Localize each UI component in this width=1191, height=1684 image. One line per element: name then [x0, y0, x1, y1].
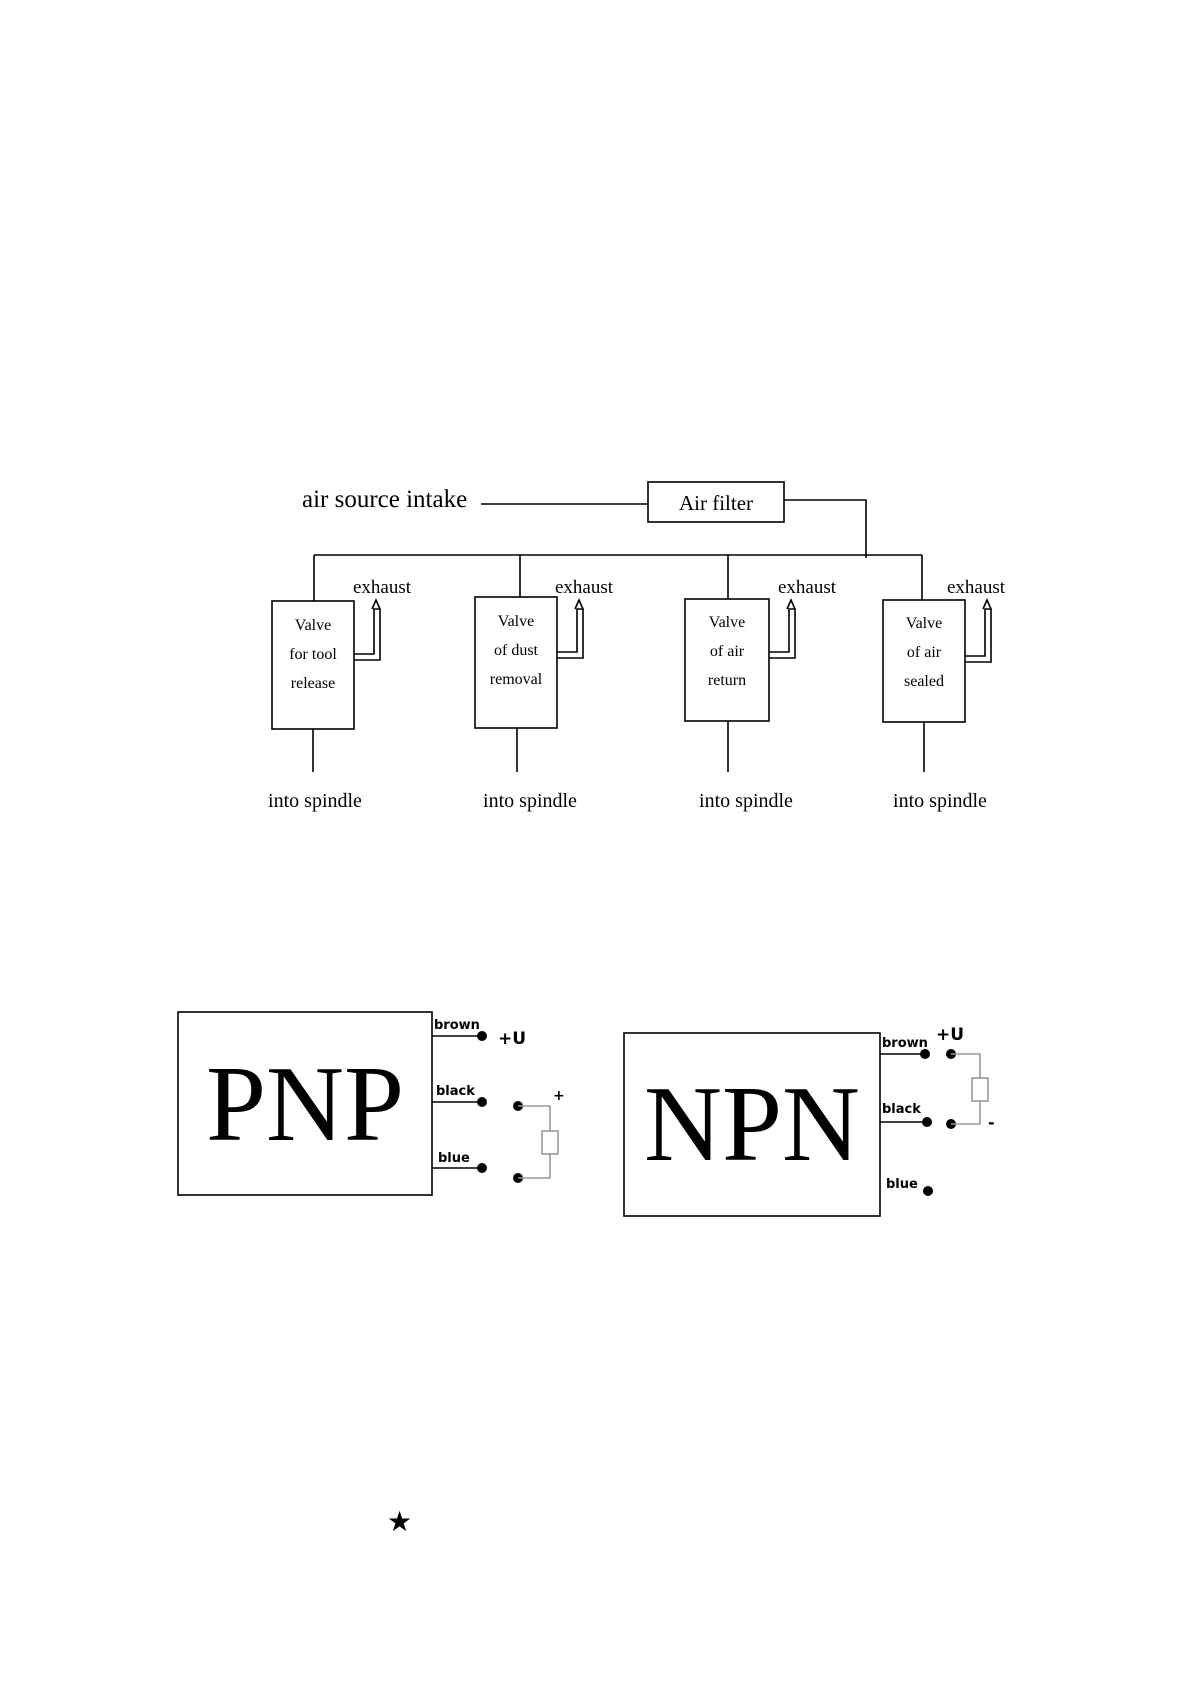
exhaust-label: exhaust — [555, 577, 614, 598]
valve-label-line1: Valve — [709, 614, 745, 631]
pnp-wiring-diagram: PNP brown +U black blue + — [178, 1012, 565, 1195]
npn-load-resistor-icon — [972, 1078, 988, 1101]
exhaust-arrow-icon — [557, 600, 583, 658]
valve-label-line1: Valve — [906, 615, 942, 632]
exhaust-arrow-icon — [965, 600, 991, 662]
valve-label-line3: return — [708, 672, 746, 689]
valve-air-return: Valve of air return exhaust into spindle — [685, 555, 837, 812]
exhaust-label: exhaust — [778, 577, 837, 598]
exhaust-label: exhaust — [353, 577, 412, 598]
pnp-wire-brown-label: brown — [434, 1018, 480, 1033]
filter-outlet-line — [784, 500, 866, 558]
pnp-title: PNP — [206, 1045, 404, 1164]
valve-label-line2: of air — [907, 644, 942, 661]
npn-wire-brown-label: brown — [882, 1036, 928, 1051]
outlet-label: into spindle — [893, 790, 987, 812]
valve-label-line2: for tool — [289, 646, 337, 663]
npn-title: NPN — [644, 1065, 860, 1184]
pnp-load-wire — [518, 1106, 550, 1131]
pnp-load-sign: + — [553, 1088, 565, 1104]
pnp-wire-black-label: black — [436, 1084, 475, 1099]
pnp-wire-blue-label: blue — [438, 1151, 470, 1166]
exhaust-label: exhaust — [947, 577, 1006, 598]
outlet-label: into spindle — [483, 790, 577, 812]
valve-air-sealed: Valve of air sealed exhaust into spindle — [883, 555, 1006, 812]
valve-dust-removal: Valve of dust removal exhaust into spind… — [475, 555, 614, 812]
valve-tool-release: Valve for tool release exhaust into spin… — [268, 555, 412, 812]
air-intake-label: air source intake — [302, 486, 467, 513]
pnp-supply-label: +U — [498, 1029, 526, 1049]
npn-load-sign: - — [988, 1113, 995, 1132]
npn-load-wire — [951, 1054, 980, 1078]
valve-label-line2: of dust — [494, 642, 539, 659]
valve-label-line1: Valve — [498, 613, 534, 630]
npn-wiring-diagram: NPN brown +U black blue - — [624, 1025, 995, 1216]
valve-label-line1: Valve — [295, 617, 331, 634]
exhaust-arrow-icon — [769, 600, 795, 658]
npn-wire-black-label: black — [882, 1102, 921, 1117]
exhaust-arrow-icon — [354, 600, 380, 660]
star-icon: ★ — [387, 1508, 412, 1536]
valve-label-line3: release — [291, 675, 335, 692]
valve-label-line3: removal — [490, 671, 543, 688]
outlet-label: into spindle — [699, 790, 793, 812]
npn-supply-label: +U — [936, 1025, 964, 1045]
pneumatic-diagram: air source intake Air filter Valve for t… — [268, 482, 1006, 812]
valve-label-line2: of air — [710, 643, 745, 660]
air-filter-label: Air filter — [679, 491, 753, 515]
pnp-load-resistor-icon — [542, 1131, 558, 1154]
outlet-label: into spindle — [268, 790, 362, 812]
npn-wire-blue-label: blue — [886, 1177, 918, 1192]
valve-label-line3: sealed — [904, 673, 944, 690]
